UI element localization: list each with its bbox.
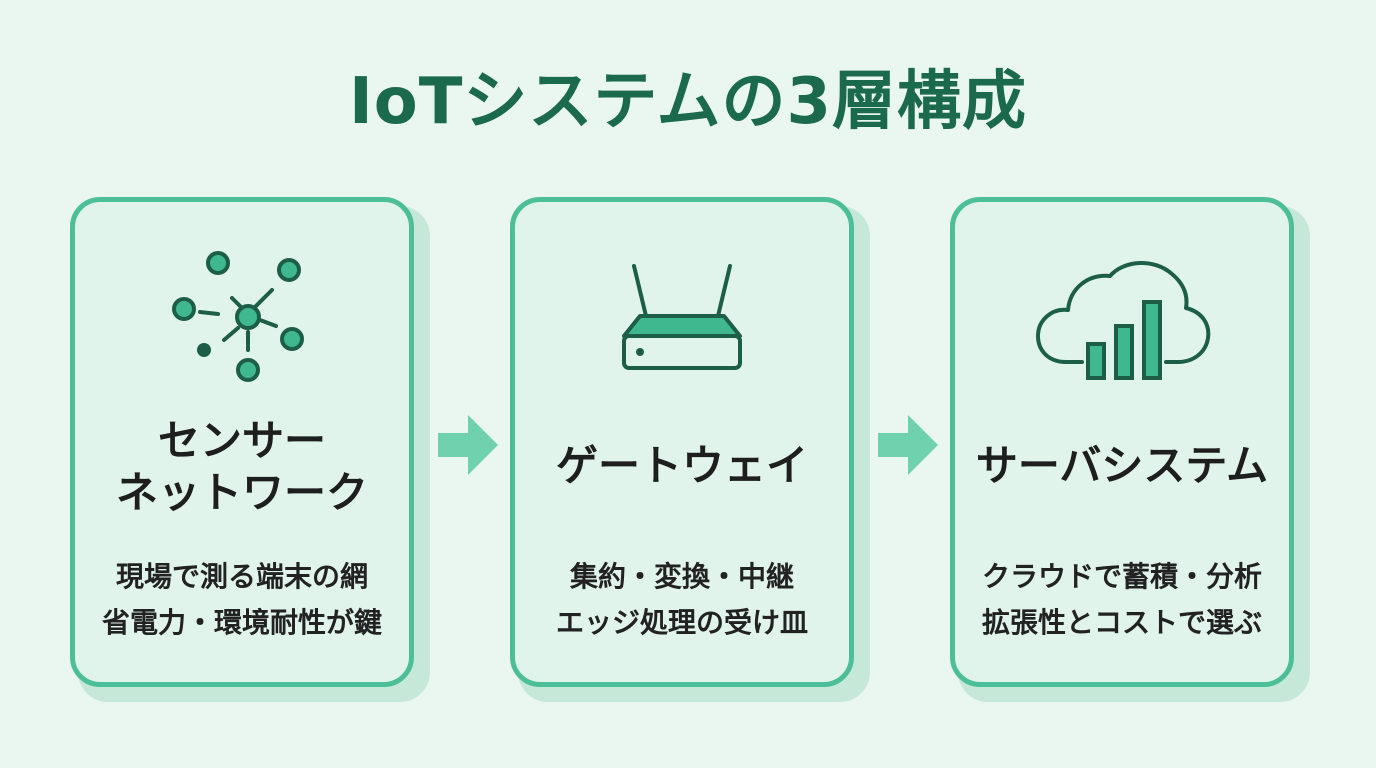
card-desc-line: 集約・変換・中継: [569, 560, 794, 593]
sensor-network-icon: [75, 242, 409, 382]
card-title-line: サーバシステム: [975, 441, 1269, 490]
flow-arrow-icon: [438, 414, 500, 476]
card-desc-line: 拡張性とコストで選ぶ: [981, 606, 1262, 639]
card-title: ゲートウェイ: [515, 440, 849, 492]
card-title: センサー ネットワーク: [75, 415, 409, 519]
card-title: サーバシステム: [955, 440, 1289, 492]
card-title-line: ゲートウェイ: [555, 441, 808, 490]
card-sensor-network: センサー ネットワーク 現場で測る端末の網 省電力・環境耐性が鍵: [70, 197, 414, 687]
card-server-system: サーバシステム クラウドで蓄積・分析 拡張性とコストで選ぶ: [950, 197, 1294, 687]
card-description: 現場で測る端末の網 省電力・環境耐性が鍵: [75, 554, 409, 646]
router-icon: [515, 252, 849, 392]
card-desc-line: 省電力・環境耐性が鍵: [101, 606, 382, 639]
card-description: クラウドで蓄積・分析 拡張性とコストで選ぶ: [955, 554, 1289, 646]
page-title: IoTシステムの3層構成: [348, 65, 1028, 139]
card-desc-line: エッジ処理の受け皿: [555, 606, 808, 639]
card-desc-line: クラウドで蓄積・分析: [981, 560, 1262, 593]
card-title-line: ネットワーク: [115, 468, 368, 517]
card-desc-line: 現場で測る端末の網: [115, 560, 368, 593]
card-gateway: ゲートウェイ 集約・変換・中継 エッジ処理の受け皿: [510, 197, 854, 687]
card-title-line: センサー: [157, 416, 326, 465]
cloud-chart-icon: [955, 254, 1289, 394]
flow-arrow-icon: [878, 414, 940, 476]
card-description: 集約・変換・中継 エッジ処理の受け皿: [515, 554, 849, 646]
